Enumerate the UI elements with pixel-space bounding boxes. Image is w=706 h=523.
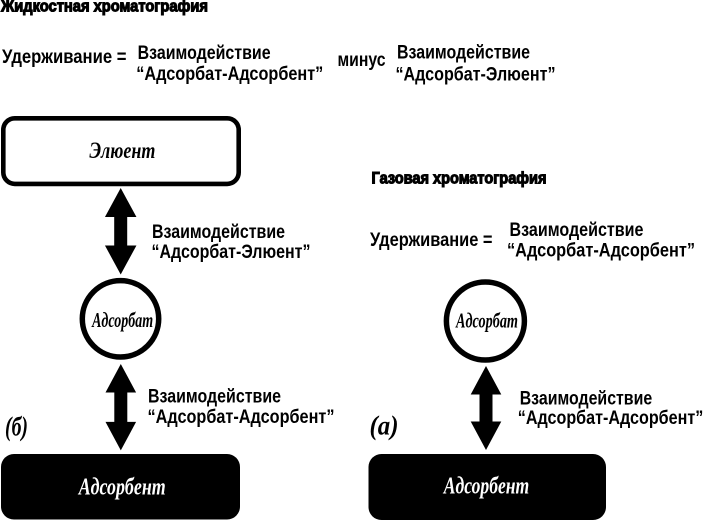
- svg-text:Взаимодействие: Взаимодействие: [397, 43, 530, 64]
- svg-text:Взаимодействие: Взаимодействие: [510, 220, 644, 241]
- svg-text:(а): (а): [370, 411, 399, 441]
- svg-text:Удерживание =: Удерживание =: [2, 47, 127, 68]
- svg-text:Взаимодействие: Взаимодействие: [148, 386, 281, 407]
- svg-text:Газовая хроматография: Газовая хроматография: [372, 170, 547, 188]
- svg-text:“Адсорбат-Адсорбент”: “Адсорбат-Адсорбент”: [518, 408, 704, 429]
- svg-text:Адсорбент: Адсорбент: [442, 474, 529, 500]
- svg-text:Адсорбат: Адсорбат: [91, 308, 153, 332]
- svg-text:“Адсорбат-Элюент”: “Адсорбат-Элюент”: [152, 242, 311, 263]
- svg-text:Взаимодействие: Взаимодействие: [152, 222, 285, 243]
- svg-text:“Адсорбат-Адсорбент”: “Адсорбат-Адсорбент”: [507, 241, 695, 262]
- svg-text:Взаимодействие: Взаимодействие: [138, 43, 271, 64]
- svg-text:“Адсорбат-Адсорбент”: “Адсорбат-Адсорбент”: [136, 64, 323, 85]
- svg-text:“Адсорбат-Адсорбент”: “Адсорбат-Адсорбент”: [148, 407, 335, 428]
- svg-text:(б): (б): [5, 412, 28, 442]
- svg-text:Элюент: Элюент: [89, 138, 155, 163]
- svg-text:Удерживание =: Удерживание =: [370, 230, 493, 251]
- svg-text:“Адсорбат-Элюент”: “Адсорбат-Элюент”: [396, 64, 556, 85]
- svg-text:Жидкостная хроматография: Жидкостная хроматография: [0, 0, 208, 15]
- svg-text:Взаимодействие: Взаимодействие: [520, 388, 653, 409]
- svg-text:Адсорбат: Адсорбат: [455, 309, 518, 333]
- svg-text:Адсорбент: Адсорбент: [77, 475, 165, 501]
- svg-text:минус: минус: [338, 50, 386, 71]
